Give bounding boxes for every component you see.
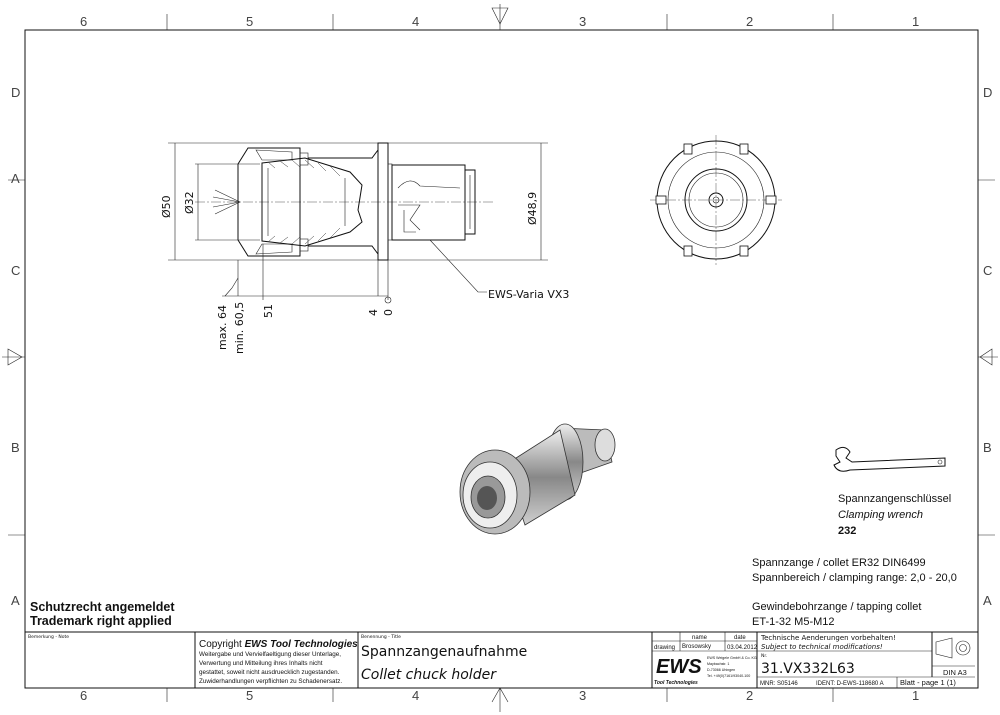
svg-text:03.04.2012: 03.04.2012 <box>727 645 758 651</box>
svg-text:name: name <box>692 635 708 641</box>
svg-text:3: 3 <box>579 688 586 703</box>
dim-4: 4 <box>367 309 380 316</box>
svg-text:6: 6 <box>80 14 87 29</box>
centering-marks <box>2 4 998 712</box>
dim-0: 0 <box>382 309 395 316</box>
side-view <box>195 142 495 261</box>
svg-text:B: B <box>11 440 20 455</box>
svg-text:A: A <box>11 593 20 608</box>
dim-51: 51 <box>262 304 275 318</box>
title-block-text: Bemerkung - Note Copyright EWS Tool Tech… <box>28 634 967 687</box>
dim-dia-32: Ø32 <box>183 191 196 214</box>
svg-text:Technische Aenderungen vorbeha: Technische Aenderungen vorbehalten! <box>760 634 896 642</box>
dimension-labels: Ø50 Ø32 Ø48,9 max. 64 min. 60,5 51 4 0 E… <box>160 191 569 354</box>
svg-text:gestattet, soweit nicht ausdru: gestattet, soweit nicht ausdruecklich zu… <box>199 669 340 676</box>
dim-dia-48-9: Ø48,9 <box>526 192 539 225</box>
projection-symbol-icon <box>935 637 971 659</box>
svg-text:EWS Weigele GmbH & Co. KG: EWS Weigele GmbH & Co. KG <box>707 656 757 660</box>
wrench-title-en: Clamping wrench <box>838 509 923 521</box>
svg-text:Tool Technologies: Tool Technologies <box>654 680 698 686</box>
svg-text:Blatt - page 1 (1): Blatt - page 1 (1) <box>900 678 956 687</box>
svg-text:Maybachstr. 1: Maybachstr. 1 <box>707 662 729 666</box>
svg-text:5: 5 <box>246 688 253 703</box>
dim-dia-50: Ø50 <box>160 195 173 218</box>
svg-text:D-73066 Uhingen: D-73066 Uhingen <box>707 668 735 672</box>
svg-text:date: date <box>734 635 746 641</box>
wrench-labels: Spannzangenschlüssel Clamping wrench 232 <box>838 493 951 537</box>
svg-text:Zuwiderhandlungen verpflichten: Zuwiderhandlungen verpflichten zu Schade… <box>199 678 342 685</box>
svg-text:D: D <box>11 85 20 100</box>
tapping-collet-value: ET-1-32 M5-M12 <box>752 616 835 628</box>
trademark-notice: Schutzrecht angemeldet Trademark right a… <box>30 600 175 628</box>
title-block <box>24 631 979 689</box>
column-labels-bottom: 6 5 4 3 2 1 <box>80 688 919 703</box>
svg-text:Subject to technical modificat: Subject to technical modifications! <box>761 643 883 651</box>
svg-text:4: 4 <box>412 688 419 703</box>
svg-text:Schutzrecht angemeldet: Schutzrecht angemeldet <box>30 600 175 614</box>
svg-text:A: A <box>983 593 992 608</box>
dimension-lines <box>168 142 548 304</box>
svg-text:2: 2 <box>746 14 753 29</box>
clamping-range: Spannbereich / clamping range: 2,0 - 20,… <box>752 572 957 584</box>
collet-spec: Spannzange / collet ER32 DIN6499 <box>752 557 926 569</box>
svg-text:Benennung - Title: Benennung - Title <box>361 634 401 640</box>
row-labels-right: D C B A <box>983 85 992 608</box>
zone-ticks <box>8 14 995 702</box>
svg-text:Copyright EWS Tool Technologie: Copyright EWS Tool Technologies <box>199 639 358 650</box>
svg-text:1: 1 <box>912 688 919 703</box>
svg-text:Brosowsky: Brosowsky <box>682 644 711 650</box>
svg-text:2: 2 <box>746 688 753 703</box>
svg-text:Verwertung und Mitteilung ihre: Verwertung und Mitteilung ihres Inhalts … <box>199 660 323 667</box>
isometric-render <box>459 423 616 535</box>
svg-text:Weitergabe und Vervielfaeltigu: Weitergabe und Vervielfaeltigung dieser … <box>199 651 341 658</box>
svg-text:Nr.: Nr. <box>761 653 767 659</box>
svg-text:C: C <box>11 263 20 278</box>
svg-text:A: A <box>11 171 20 186</box>
svg-text:5: 5 <box>246 14 253 29</box>
svg-text:IDENT: D-EWS-118680 A: IDENT: D-EWS-118680 A <box>816 681 884 687</box>
end-view <box>650 135 782 265</box>
column-labels-top: 6 5 4 3 2 1 <box>80 14 919 29</box>
title-de: Spannzangenaufnahme <box>361 644 527 660</box>
svg-text:MNR: S05146: MNR: S05146 <box>760 681 798 687</box>
row-labels-left: D A C B A <box>11 85 20 608</box>
title-en: Collet chuck holder <box>361 667 497 683</box>
svg-text:6: 6 <box>80 688 87 703</box>
svg-text:DIN A3: DIN A3 <box>943 668 967 677</box>
tapping-collet: Gewindebohrzange / tapping collet <box>752 601 921 613</box>
svg-text:4: 4 <box>412 14 419 29</box>
ews-logo: EWS <box>656 656 702 678</box>
wrench-title-de: Spannzangenschlüssel <box>838 493 951 505</box>
svg-text:D: D <box>983 85 992 100</box>
svg-text:C: C <box>983 263 992 278</box>
drawing-frame <box>24 29 979 689</box>
svg-text:Bemerkung - Note: Bemerkung - Note <box>28 634 69 640</box>
svg-text:B: B <box>983 440 992 455</box>
svg-text:drawing: drawing <box>654 645 675 651</box>
svg-text:1: 1 <box>912 14 919 29</box>
svg-text:Trademark right applied: Trademark right applied <box>30 614 172 628</box>
wrench-drawing <box>833 446 946 472</box>
collet-specs: Spannzange / collet ER32 DIN6499 Spannbe… <box>752 557 957 628</box>
wrench-number: 232 <box>838 525 856 537</box>
callout-ews-varia: EWS-Varia VX3 <box>488 288 569 301</box>
dim-max-64: max. 64 <box>216 305 229 350</box>
svg-text:3: 3 <box>579 14 586 29</box>
part-number: 31.VX332L63 <box>761 661 855 677</box>
dim-min-60-5: min. 60,5 <box>233 302 246 354</box>
svg-text:Tel. +49(0)7161/93040-100: Tel. +49(0)7161/93040-100 <box>707 674 750 678</box>
